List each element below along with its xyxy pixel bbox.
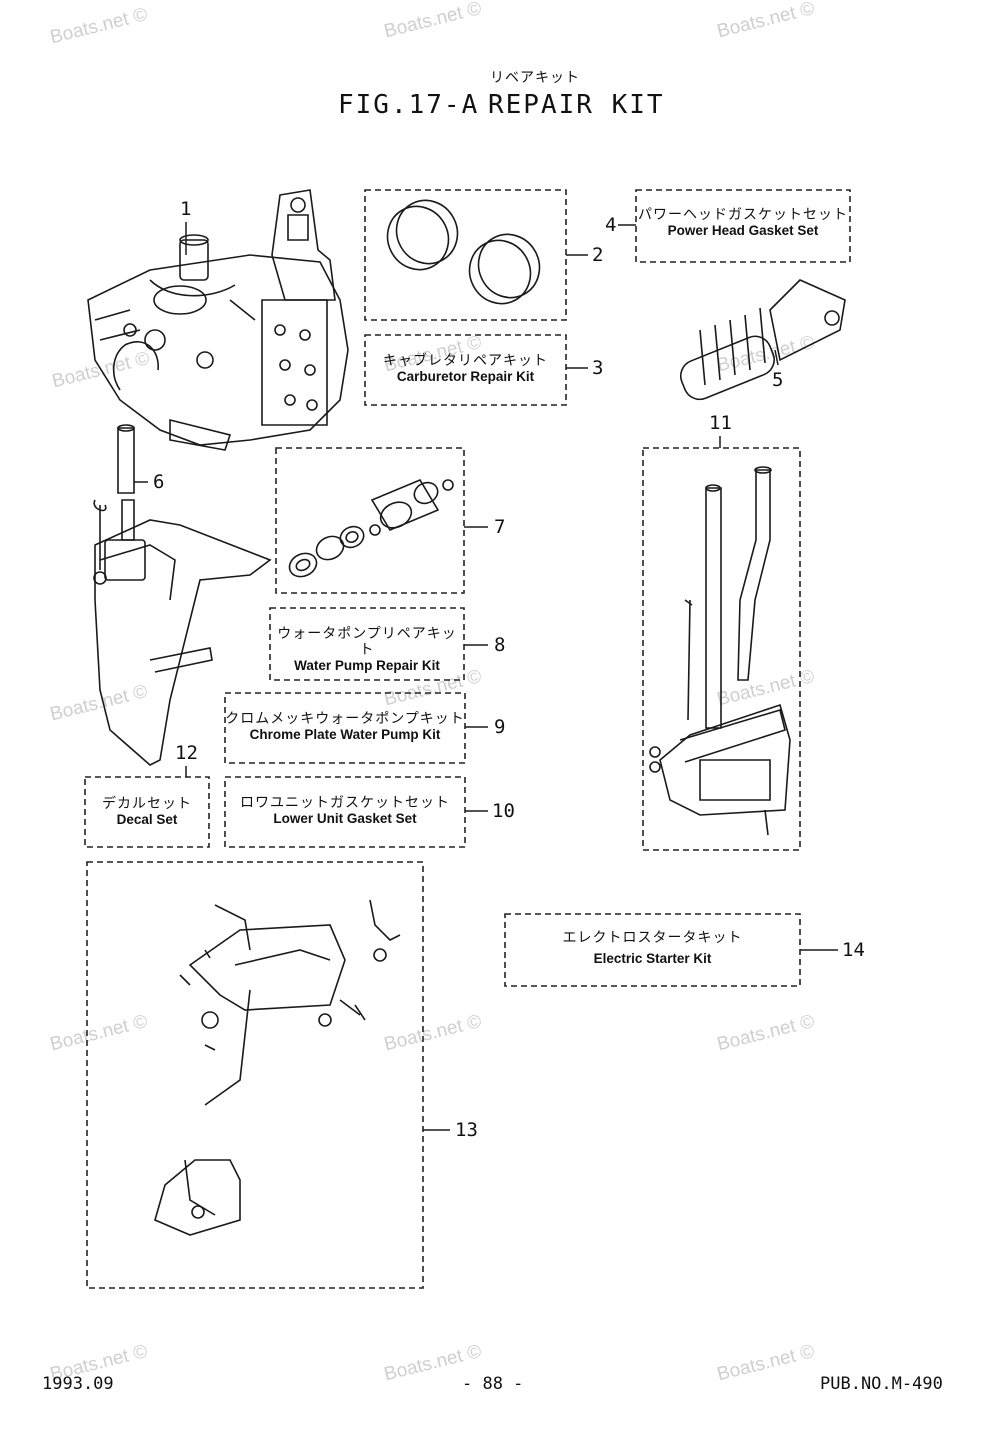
chrome-plate-water-pump-kit-label: クロムメッキウォータポンプキット Chrome Plate Water Pump…: [225, 711, 465, 743]
callout-number: 11: [709, 412, 732, 434]
print-date: 1993.09: [42, 1374, 114, 1394]
callout-number: 13: [455, 1119, 478, 1141]
callout-number: 14: [842, 939, 865, 961]
callout-number: 5: [772, 369, 784, 391]
page-title: REPAIR KIT: [488, 90, 665, 120]
power-head-gasket-set-label: パワーヘッドガスケットセット Power Head Gasket Set: [638, 207, 848, 239]
callout-number: 2: [592, 244, 604, 266]
callout-number: 7: [494, 516, 506, 538]
callout-number: 1: [180, 198, 192, 220]
callout-number: 12: [175, 742, 198, 764]
electric-starter-kit-label: エレクトロスタータキット Electric Starter Kit: [562, 930, 743, 966]
callout-number: 3: [592, 357, 604, 379]
callout-number: 6: [153, 471, 165, 493]
electric-starter-drawing: [155, 900, 400, 1235]
tiller-handle-drawing: [676, 280, 845, 404]
lower-unit-drawing: [94, 425, 270, 765]
water-pump-repair-kit-label: ウォータポンプリペアキット Water Pump Repair Kit: [277, 626, 457, 674]
callout-number: 9: [494, 716, 506, 738]
drive-shaft-housing-drawing: [650, 467, 790, 835]
decal-set-label: デカルセット Decal Set: [102, 796, 192, 828]
lower-unit-gasket-set-label: ロワユニットガスケットセット Lower Unit Gasket Set: [240, 795, 450, 827]
callout-number: 4: [605, 214, 617, 236]
callout-number: 10: [492, 800, 515, 822]
water-pump-parts-drawing: [286, 479, 453, 581]
power-head-drawing: [88, 190, 348, 450]
figure-number: FIG.17-A: [338, 90, 480, 120]
publication-number: PUB.NO.M-490: [820, 1374, 943, 1394]
title-japanese: リベアキット: [490, 70, 580, 86]
piston-rings-drawing: [376, 190, 550, 315]
page-number: - 88 -: [462, 1374, 524, 1394]
callout-number: 8: [494, 634, 506, 656]
carburetor-repair-kit-label: キャブレタリペアキット Carburetor Repair Kit: [383, 353, 548, 385]
